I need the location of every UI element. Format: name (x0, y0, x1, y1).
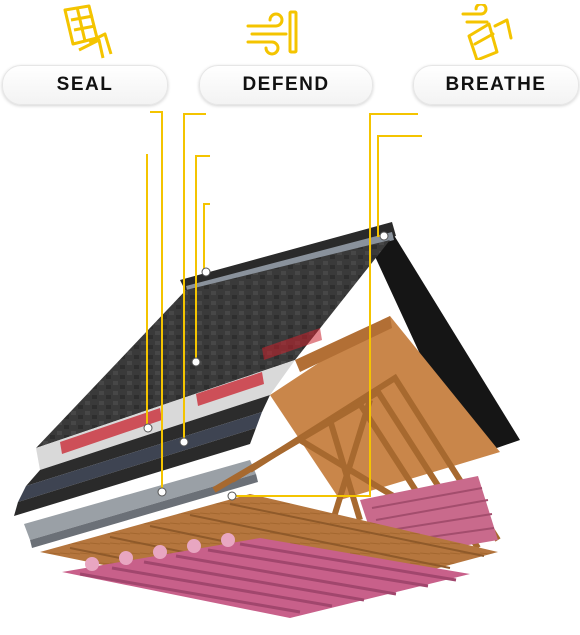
roof-deck-back (372, 232, 520, 458)
callout-markers (143, 231, 389, 501)
seal-label-pill: SEAL (2, 65, 168, 105)
shingle-layer (36, 240, 390, 448)
shingles-icon (63, 4, 113, 59)
wind-icon (246, 10, 298, 56)
underlayment-layer (36, 328, 322, 470)
starter-strip-layers (14, 395, 270, 516)
ventilation-icon (461, 4, 513, 60)
breathe-label: BREATHE (445, 74, 547, 95)
defend-label-pill: DEFEND (199, 65, 373, 105)
breathe-label-pill: BREATHE (413, 65, 579, 105)
defend-label: DEFEND (242, 74, 330, 95)
ceiling-insulation (62, 533, 470, 618)
drip-edge (24, 460, 258, 548)
seal-label: SEAL (56, 74, 114, 95)
